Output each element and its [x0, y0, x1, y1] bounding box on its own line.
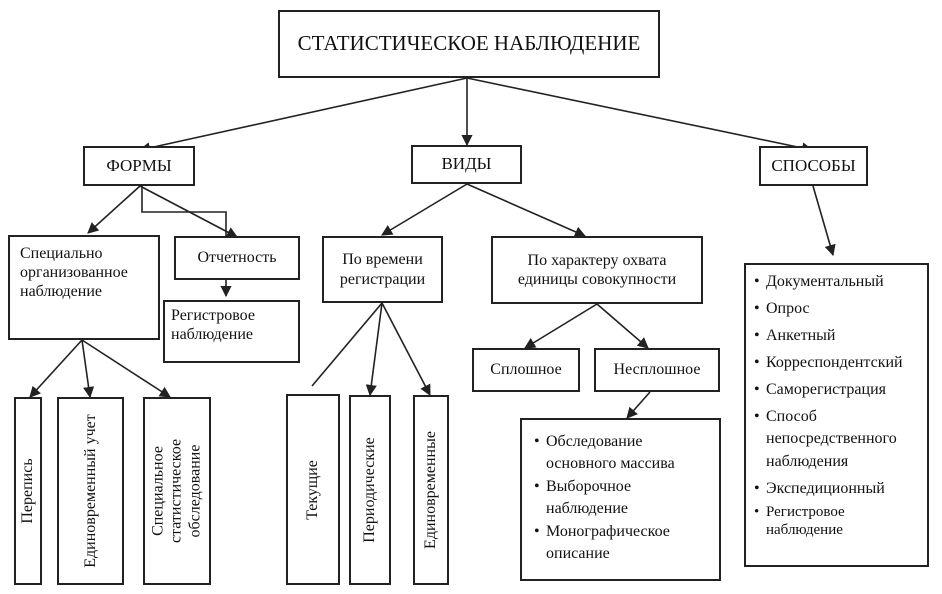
- one-time-label: Единовременные: [421, 431, 439, 549]
- method-item-2: Опрос: [754, 298, 923, 320]
- by-coverage-label: По характеру охвата единицы совокупности: [517, 251, 677, 288]
- register-observation-label: Регистровое наблюдение: [171, 307, 255, 344]
- forms-label: ФОРМЫ: [106, 155, 172, 175]
- methods-list: Документальный Опрос Анкетный Корреспонд…: [744, 263, 929, 567]
- method-item-3: Анкетный: [754, 325, 923, 347]
- one-time-count-box: Единовременный учет: [57, 397, 124, 585]
- special-observation-label: Специально организованное наблюдение: [20, 245, 128, 301]
- reporting-label: Отчетность: [197, 249, 277, 267]
- one-time-box: Единовременные: [413, 395, 449, 585]
- one-time-count-label: Единовременный учет: [81, 414, 99, 568]
- diagram-title: СТАТИСТИЧЕСКОЕ НАБЛЮДЕНИЕ: [297, 31, 641, 56]
- special-observation-box: Специально организованное наблюдение: [8, 235, 160, 340]
- special-survey-label: Специальное статистическое обследование: [149, 438, 204, 544]
- partial-item-3: Монографическое описание: [534, 521, 711, 566]
- non-continuous-box: Несплошное: [594, 348, 720, 392]
- by-time-box: По времени регистрации: [322, 236, 443, 303]
- method-item-7: Экспедиционный: [754, 478, 923, 500]
- types-label: ВИДЫ: [441, 154, 492, 174]
- partial-item-1: Обследование основного массива: [534, 431, 711, 476]
- methods-box: СПОСОБЫ: [759, 146, 868, 186]
- partial-observation-list: Обследование основного массива Выборочно…: [520, 418, 721, 581]
- forms-box: ФОРМЫ: [83, 146, 195, 186]
- census-label: Перепись: [18, 458, 36, 524]
- method-item-6: Способ непосредственного наблюдения: [754, 406, 923, 472]
- title-box: СТАТИСТИЧЕСКОЕ НАБЛЮДЕНИЕ: [278, 10, 660, 78]
- current-box: Текущие: [286, 394, 340, 585]
- by-coverage-box: По характеру охвата единицы совокупности: [491, 236, 703, 304]
- non-continuous-label: Несплошное: [613, 361, 701, 379]
- continuous-box: Сплошное: [472, 348, 580, 392]
- reporting-box: Отчетность: [174, 236, 300, 280]
- census-box: Перепись: [14, 397, 42, 585]
- periodic-label: Периодические: [360, 437, 378, 543]
- current-label: Текущие: [303, 459, 321, 520]
- partial-item-2: Выборочное наблюдение: [534, 476, 711, 521]
- periodic-box: Периодические: [349, 395, 391, 585]
- method-item-8: Регистровое наблюдение: [754, 503, 923, 539]
- method-item-5: Саморегистрация: [754, 379, 923, 401]
- method-item-4: Корреспондентский: [754, 352, 923, 374]
- register-observation-box: Регистровое наблюдение: [163, 300, 300, 363]
- continuous-label: Сплошное: [490, 361, 562, 379]
- by-time-label: По времени регистрации: [339, 251, 426, 288]
- special-survey-box: Специальное статистическое обследование: [143, 397, 211, 585]
- methods-label: СПОСОБЫ: [771, 155, 856, 175]
- types-box: ВИДЫ: [411, 145, 522, 184]
- method-item-1: Документальный: [754, 271, 923, 293]
